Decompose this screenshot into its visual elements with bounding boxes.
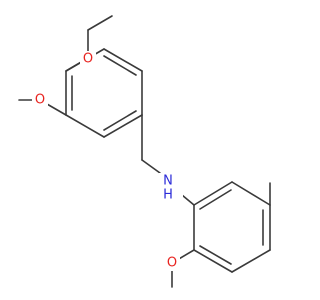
ch2-n-bond: [141, 159, 161, 174]
nitrogen-label: N: [163, 174, 173, 189]
ethoxy-oxygen-label: O: [83, 52, 93, 67]
ring-b-double-3: [199, 245, 232, 265]
ring-a-bond-5: [103, 48, 143, 72]
top-methoxy-oxygen-label: O: [35, 93, 45, 108]
nitrogen-hydrogen-label: H: [163, 188, 173, 203]
ring-a-double-2: [103, 110, 137, 131]
ring-a-double-3: [103, 55, 137, 76]
upper-benzene-ring: [65, 48, 143, 138]
ring-b-bond-5: [193, 249, 233, 273]
nh-label-bg: [159, 173, 183, 201]
bottom-methoxy-o-label-bg: [164, 255, 180, 271]
ethoxy-o-label-bg: [80, 51, 96, 67]
lower-benzene-ring: [193, 181, 271, 273]
ring-b-bond-4: [231, 249, 271, 273]
ethyl-ch3-bond: [87, 15, 113, 31]
top-methoxy-o-label-bg: [32, 92, 48, 108]
ring-b-bond-2: [231, 181, 271, 206]
ring-b-bond-1: [193, 181, 233, 206]
bottom-methoxy-oxygen-label: O: [167, 256, 177, 271]
structure-canvas: O O N H O: [18, 15, 271, 288]
ring-a-bond-3: [103, 114, 143, 138]
ring-b-double-1: [199, 189, 232, 210]
ring-a-bond-2: [65, 114, 105, 138]
molecule-drawing: O O N H O: [18, 15, 271, 288]
